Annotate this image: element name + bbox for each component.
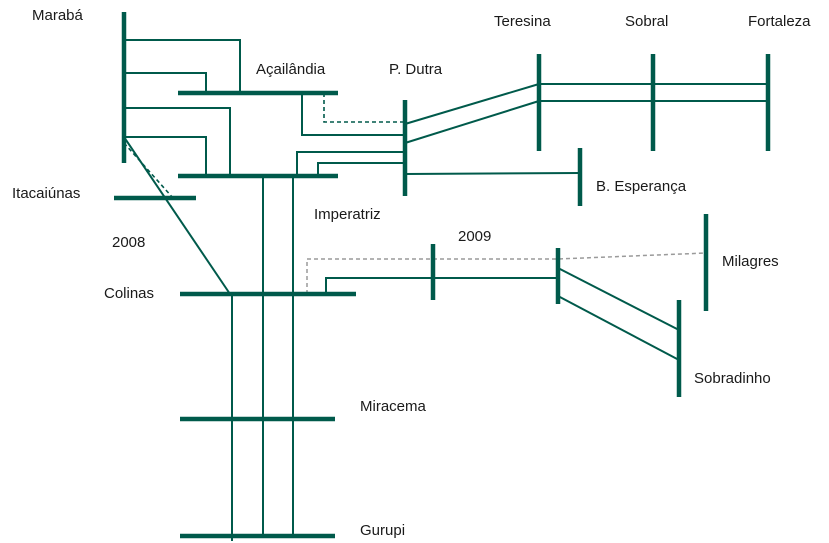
label-acailandia: Açailândia	[256, 61, 326, 78]
line-maraba-colinas	[123, 136, 231, 295]
label-besperanca: B. Esperança	[596, 178, 687, 195]
label-sobradinho: Sobradinho	[694, 370, 771, 387]
line-pdutra-teresina-2	[404, 100, 540, 144]
line-colinas-sobradinho-node	[325, 277, 558, 294]
line-maraba-imperatriz-2	[124, 136, 207, 176]
label-milagres: Milagres	[722, 253, 779, 270]
label-itacaiunas: Itacaiúnas	[12, 185, 81, 202]
line-maraba-itacaiunas-2008	[123, 142, 174, 199]
label-sobral: Sobral	[625, 13, 669, 30]
line-acailandia-pdutra	[301, 93, 405, 136]
line-acailandia-pdutra-planned	[323, 93, 405, 123]
label-miracema: Miracema	[360, 398, 426, 415]
line-imperatriz-pdutra-1	[296, 151, 405, 176]
line-maraba-acailandia-1	[124, 39, 241, 93]
line-pdutra-besperanca	[404, 172, 581, 175]
label-gurupi: Gurupi	[360, 522, 406, 539]
line-node-sobradinho-2	[557, 295, 680, 361]
label-colinas: Colinas	[104, 285, 155, 302]
label-year-2009: 2009	[458, 228, 492, 245]
line-node-sobradinho-1	[557, 267, 680, 331]
label-teresina: Teresina	[494, 13, 551, 30]
label-pdutra: P. Dutra	[389, 61, 443, 78]
label-year-2008: 2008	[112, 234, 146, 251]
line-colinas-milagres-future	[306, 252, 707, 294]
label-fortaleza: Fortaleza	[748, 13, 811, 30]
line-maraba-acailandia-2	[124, 72, 207, 93]
line-maraba-imperatriz-1	[124, 107, 231, 176]
line-pdutra-teresina-1	[404, 83, 540, 125]
label-maraba: Marabá	[32, 7, 83, 24]
line-imperatriz-pdutra-2	[317, 162, 405, 176]
label-imperatriz: Imperatriz	[314, 206, 381, 223]
